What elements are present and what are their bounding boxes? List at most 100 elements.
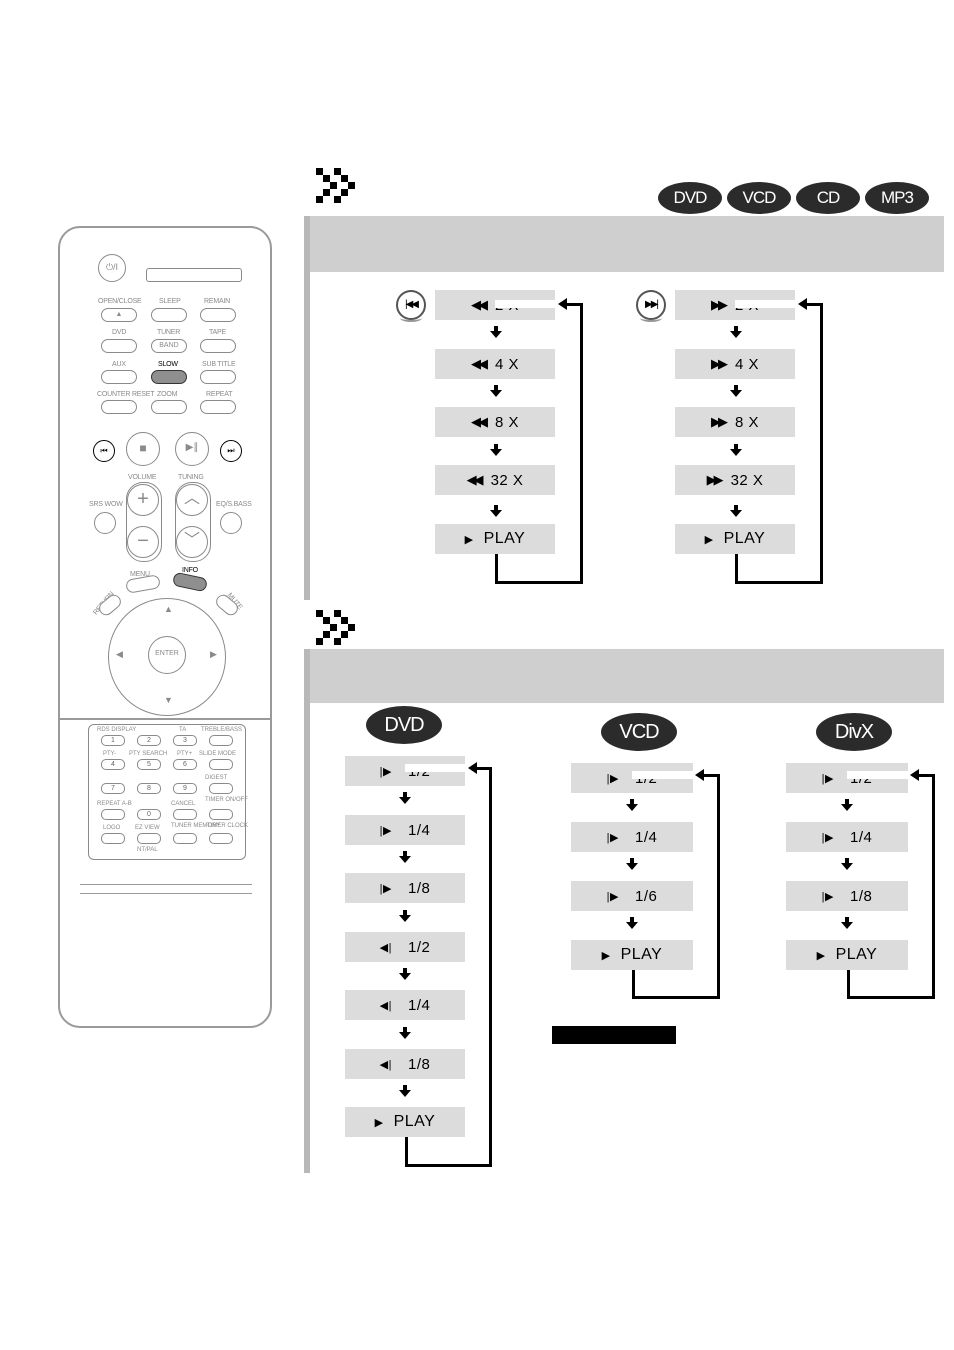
slow-forward-step: |▶1/8 xyxy=(345,873,465,903)
label-cancel: CANCEL xyxy=(171,801,196,807)
band-button[interactable]: BAND xyxy=(151,339,187,353)
repeat-button[interactable] xyxy=(200,400,236,414)
label-tuner: TUNER xyxy=(157,329,181,336)
loop-arrowhead-icon xyxy=(468,762,477,774)
mute-button[interactable] xyxy=(213,591,241,619)
disc-badge-mp3: MP3 xyxy=(865,182,929,214)
volume-up-button[interactable]: + xyxy=(127,484,159,516)
return-button[interactable] xyxy=(96,591,124,619)
note-bar xyxy=(552,1026,676,1044)
volume-down-button[interactable]: − xyxy=(127,526,159,558)
remain-button[interactable] xyxy=(200,308,236,322)
loop-arrowhead-icon xyxy=(910,769,919,781)
sleep-button[interactable] xyxy=(151,308,187,322)
down-arrow-icon xyxy=(730,444,742,456)
key-3[interactable]: 3 xyxy=(173,735,197,746)
label-remain: REMAIN xyxy=(204,298,231,305)
slow-reverse-step: ◀|1/8 xyxy=(345,1049,465,1079)
slow-button[interactable] xyxy=(151,370,187,384)
key-0[interactable]: 0 xyxy=(137,809,161,820)
disc-badge-dvd: DVD xyxy=(658,182,722,214)
loop-line xyxy=(847,970,850,999)
stop-button[interactable]: ■ xyxy=(126,432,160,466)
key-9[interactable]: 9 xyxy=(173,783,197,794)
play-step: ▶PLAY xyxy=(345,1107,465,1137)
key-6[interactable]: 6 xyxy=(173,759,197,770)
eq-sbass-button[interactable] xyxy=(220,512,242,534)
key-8[interactable]: 8 xyxy=(137,783,161,794)
loop-line xyxy=(405,767,492,1167)
ez-view-button[interactable] xyxy=(137,833,161,844)
label-timer-clock: TIMER CLOCK xyxy=(207,823,249,829)
slow-forward-step: |▶1/6 xyxy=(571,881,693,911)
power-button[interactable]: ⏻/I xyxy=(98,254,126,282)
skip-forward-icon: ▶▶| xyxy=(636,290,666,322)
nav-up-icon[interactable]: ▲ xyxy=(164,604,173,614)
play-step: ▶PLAY xyxy=(786,940,908,970)
info-button[interactable] xyxy=(171,571,209,593)
srs-wow-button[interactable] xyxy=(94,512,116,534)
tuner-memory-button[interactable] xyxy=(173,833,197,844)
enter-button[interactable]: ENTER xyxy=(148,636,186,674)
slow-badge-vcd: VCD xyxy=(601,713,677,751)
down-arrow-icon xyxy=(490,505,502,517)
timer-clock-button[interactable] xyxy=(209,833,233,844)
label-repeat-ab: REPEAT A-B xyxy=(97,801,132,807)
treble-bass-button[interactable] xyxy=(209,735,233,746)
skip-back-button[interactable]: ⏮ xyxy=(93,440,115,462)
repeat-ab-button[interactable] xyxy=(101,809,125,820)
slide-mode-button[interactable] xyxy=(209,759,233,770)
section1-header-band xyxy=(310,216,944,272)
key-7[interactable]: 7 xyxy=(101,783,125,794)
down-arrow-icon xyxy=(490,326,502,338)
skip-forward-button[interactable]: ⏭ xyxy=(220,440,242,462)
slow-reverse-step: ◀|1/4 xyxy=(345,990,465,1020)
play-step: ▶PLAY xyxy=(435,524,555,554)
section1-rule xyxy=(304,216,310,600)
label-treble-bass: TREBLE/BASS xyxy=(201,727,243,733)
tape-button[interactable] xyxy=(200,339,236,353)
play-pause-button[interactable]: ▶∥ xyxy=(175,432,209,466)
nav-left-icon[interactable]: ◀ xyxy=(116,649,123,659)
tuning-up-button[interactable]: ︿ xyxy=(176,484,208,516)
subtitle-button[interactable] xyxy=(200,370,236,384)
timer-on-off-button[interactable] xyxy=(209,809,233,820)
label-repeat: REPEAT xyxy=(206,391,233,398)
key-1[interactable]: 1 xyxy=(101,735,125,746)
label-menu: MENU xyxy=(130,571,150,578)
down-arrow-icon xyxy=(490,385,502,397)
counter-reset-button[interactable] xyxy=(101,400,137,414)
down-arrow-icon xyxy=(841,858,853,870)
rewind-step: ◀◀8 X xyxy=(435,407,555,437)
section2-rule xyxy=(304,649,310,1173)
key-4[interactable]: 4 xyxy=(101,759,125,770)
open-close-button[interactable]: ▲ xyxy=(101,308,137,322)
label-tape: TAPE xyxy=(209,329,226,336)
nav-down-icon[interactable]: ▼ xyxy=(164,695,173,705)
tuning-down-button[interactable]: ﹀ xyxy=(176,526,208,558)
slow-forward-step: |▶1/8 xyxy=(786,881,908,911)
label-tuning: TUNING xyxy=(178,474,204,481)
down-arrow-icon xyxy=(399,1027,411,1039)
key-2[interactable]: 2 xyxy=(137,735,161,746)
label-slide-mode: SLIDE MODE xyxy=(199,751,237,757)
label-pty-plus: PTY+ xyxy=(177,751,193,757)
label-volume: VOLUME xyxy=(128,474,157,481)
loop-mask xyxy=(405,764,475,772)
zoom-button[interactable] xyxy=(151,400,187,414)
slow-reverse-step: ◀|1/2 xyxy=(345,932,465,962)
down-arrow-icon xyxy=(626,858,638,870)
nav-right-icon[interactable]: ▶ xyxy=(210,649,217,659)
key-5[interactable]: 5 xyxy=(137,759,161,770)
loop-line xyxy=(847,774,935,999)
loop-mask xyxy=(735,300,805,308)
label-digest: DIGEST xyxy=(205,775,228,781)
digest-button[interactable] xyxy=(209,783,233,794)
down-arrow-icon xyxy=(399,792,411,804)
down-arrow-icon xyxy=(490,444,502,456)
cancel-button[interactable] xyxy=(173,809,197,820)
dvd-button[interactable] xyxy=(101,339,137,353)
label-slow: SLOW xyxy=(158,361,178,368)
aux-button[interactable] xyxy=(101,370,137,384)
logo-button[interactable] xyxy=(101,833,125,844)
